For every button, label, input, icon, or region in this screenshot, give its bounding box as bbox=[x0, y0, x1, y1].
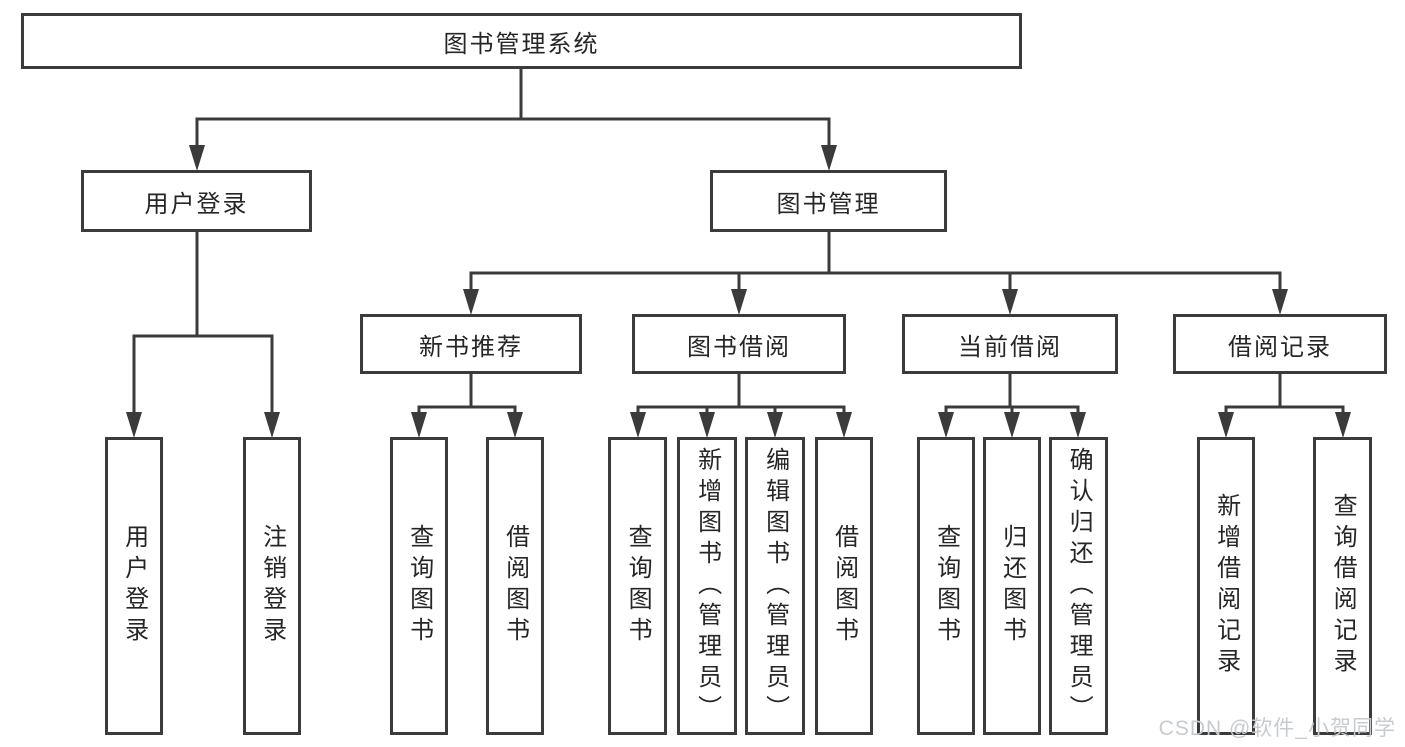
node-label: 用户登录 bbox=[144, 190, 249, 218]
node-book-borrow: 图书借阅 bbox=[632, 314, 846, 374]
node-label: 编辑图书（管理员） bbox=[761, 446, 789, 726]
node-label: 查询图书 bbox=[624, 524, 652, 648]
node-label: 当前借阅 bbox=[958, 333, 1062, 361]
node-label: 用户登录 bbox=[120, 524, 148, 648]
leaf-return-books: 归还图书 bbox=[983, 437, 1041, 735]
node-new-book-recommend: 新书推荐 bbox=[360, 314, 582, 374]
arrow-down-icon bbox=[1002, 289, 1018, 315]
arrow-down-icon bbox=[1335, 412, 1351, 438]
arrow-down-icon bbox=[731, 289, 747, 315]
node-label: 借阅图书 bbox=[830, 524, 858, 648]
leaf-add-borrow-record: 新增借阅记录 bbox=[1197, 437, 1255, 735]
connector-book-management bbox=[469, 227, 1282, 294]
node-label: 注销登录 bbox=[258, 524, 286, 648]
connector-root bbox=[195, 64, 831, 149]
node-book-management: 图书管理 bbox=[710, 170, 947, 232]
node-label: 图书借阅 bbox=[687, 333, 791, 361]
arrow-down-icon bbox=[1272, 289, 1288, 315]
node-label: 查询借阅记录 bbox=[1329, 493, 1357, 679]
arrow-down-icon bbox=[1070, 412, 1086, 438]
connector-current-borrow bbox=[944, 369, 1080, 417]
node-root-system: 图书管理系统 bbox=[21, 13, 1022, 69]
arrow-down-icon bbox=[767, 412, 783, 438]
arrow-down-icon bbox=[264, 412, 280, 438]
leaf-query-books: 查询图书 bbox=[608, 437, 667, 735]
leaf-add-books-admin: 新增图书（管理员） bbox=[677, 437, 737, 735]
connector-new-book-recommend bbox=[417, 369, 517, 417]
arrow-down-icon bbox=[836, 412, 852, 438]
arrow-down-icon bbox=[411, 412, 427, 438]
connector-user-login bbox=[132, 227, 274, 417]
leaf-borrow-books: 借阅图书 bbox=[815, 437, 873, 735]
arrow-down-icon bbox=[821, 145, 837, 171]
leaf-logout: 注销登录 bbox=[243, 437, 301, 735]
arrow-down-icon bbox=[630, 412, 646, 438]
arrow-down-icon bbox=[1004, 412, 1020, 438]
leaf-borrow-books: 借阅图书 bbox=[486, 437, 544, 735]
node-label: 新增图书（管理员） bbox=[693, 446, 721, 726]
leaf-edit-books-admin: 编辑图书（管理员） bbox=[745, 437, 805, 735]
node-label: 借阅记录 bbox=[1228, 333, 1332, 361]
leaf-query-borrow-record: 查询借阅记录 bbox=[1313, 437, 1372, 735]
leaf-confirm-return-admin: 确认归还（管理员） bbox=[1049, 437, 1108, 735]
arrow-down-icon bbox=[1218, 412, 1234, 438]
arrow-down-icon bbox=[699, 412, 715, 438]
leaf-query-books: 查询图书 bbox=[917, 437, 975, 735]
node-user-login-branch: 用户登录 bbox=[81, 170, 312, 232]
leaf-user-login: 用户登录 bbox=[105, 437, 163, 735]
node-current-borrow: 当前借阅 bbox=[902, 314, 1118, 374]
connector-book-borrow bbox=[636, 369, 846, 417]
node-label: 新书推荐 bbox=[419, 333, 523, 361]
node-label: 查询图书 bbox=[932, 524, 960, 648]
arrow-down-icon bbox=[463, 289, 479, 315]
arrow-down-icon bbox=[938, 412, 954, 438]
node-borrow-records: 借阅记录 bbox=[1173, 314, 1387, 374]
node-label: 新增借阅记录 bbox=[1212, 493, 1240, 679]
arrow-down-icon bbox=[507, 412, 523, 438]
node-label: 借阅图书 bbox=[501, 524, 529, 648]
arrow-down-icon bbox=[189, 145, 205, 171]
node-label: 确认归还（管理员） bbox=[1065, 446, 1093, 726]
node-label: 归还图书 bbox=[998, 524, 1026, 648]
arrow-down-icon bbox=[126, 412, 142, 438]
connector-borrow-records bbox=[1224, 369, 1345, 417]
node-label: 查询图书 bbox=[405, 524, 433, 648]
node-label: 图书管理 bbox=[776, 190, 881, 218]
node-label: 图书管理系统 bbox=[443, 30, 600, 58]
leaf-query-books: 查询图书 bbox=[390, 437, 448, 735]
